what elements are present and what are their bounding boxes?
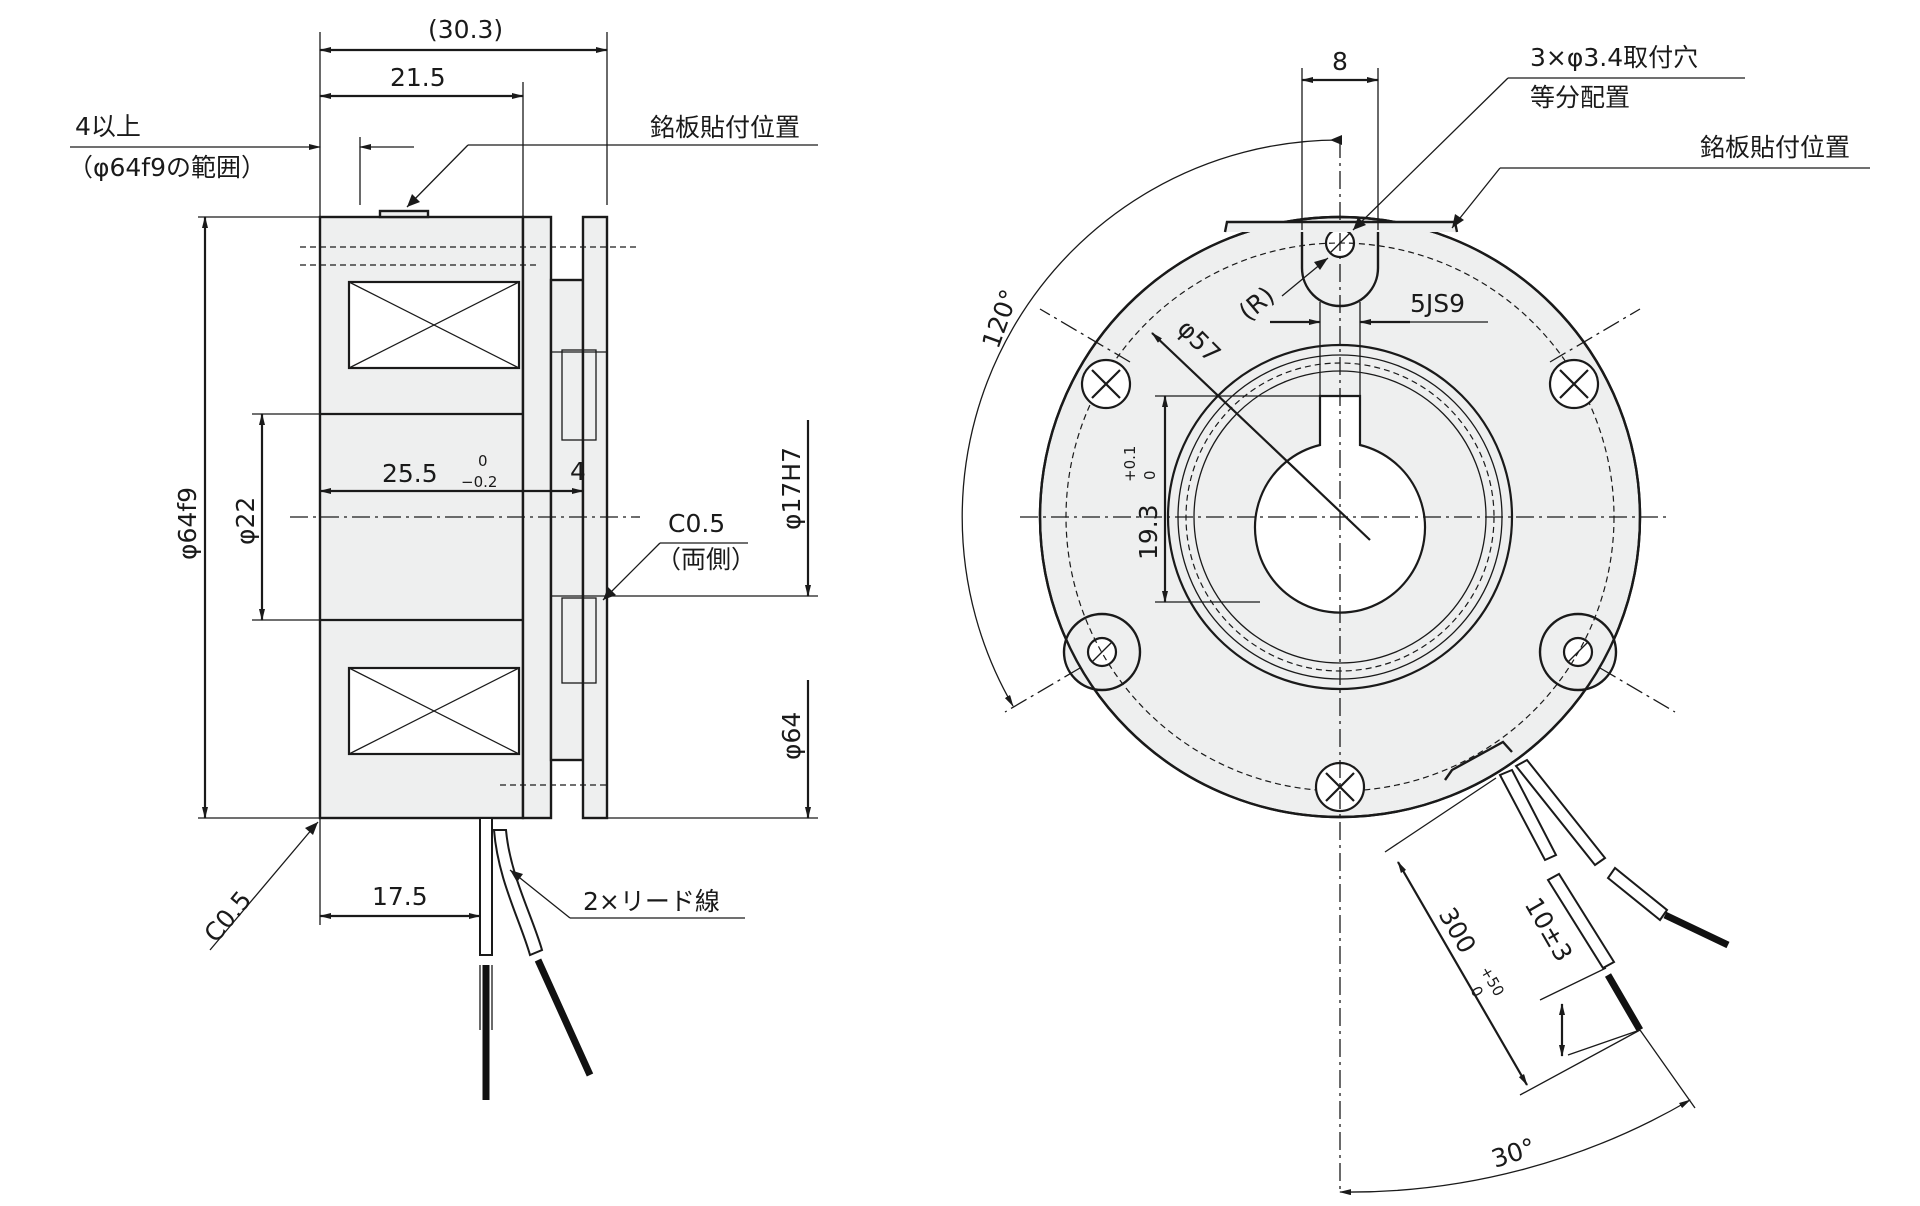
screw-upper-left: [1080, 358, 1132, 410]
note-min-range: （φ64f9の範囲）: [68, 153, 266, 182]
side-view: (30.3) 21.5 4以上 （φ64f9の範囲） 銘板貼付位置 φ64f9 …: [68, 15, 818, 1100]
side-lead-wires: [479, 817, 594, 1100]
screw-upper-right: [1548, 358, 1600, 410]
tol-key-upper: +0.1: [1121, 446, 1139, 482]
tol-stack-upper: 0: [478, 452, 488, 470]
chamfer-left-label: C0.5: [198, 885, 257, 947]
front-lead-wires: [1498, 758, 1730, 1032]
dim-key-depth: 19.3: [1134, 504, 1163, 560]
angle-hole-spacing: 120°: [976, 286, 1024, 353]
dim-plate-thickness: 4: [570, 457, 586, 486]
dim-outer-diameter: φ64f9: [173, 487, 202, 560]
dim-stack-length: 25.5: [382, 459, 438, 488]
tol-key-lower: 0: [1141, 470, 1159, 480]
mount-holes-spec: 3×φ3.4取付穴: [1530, 43, 1698, 72]
dim-inner-diameter: φ22: [231, 497, 260, 545]
dim-overall-length: (30.3): [428, 15, 503, 44]
dim-bore-diameter: φ17H7: [777, 447, 806, 530]
dim-body-length: 21.5: [390, 63, 446, 92]
coil-upper: [347, 280, 521, 370]
note-min-distance: 4以上: [75, 112, 141, 141]
chamfer-right-note: （両側）: [656, 545, 756, 574]
lead-wire-label: 2×リード線: [583, 887, 720, 916]
dim-keyway-width: 5JS9: [1410, 289, 1465, 318]
dim-ear-width: 8: [1332, 47, 1348, 76]
dim-lead-position: 17.5: [372, 882, 428, 911]
coil-lower: [347, 666, 521, 756]
chamfer-right-label: C0.5: [668, 509, 725, 538]
tol-stack-lower: −0.2: [461, 473, 497, 491]
mount-holes-note: 等分配置: [1530, 83, 1630, 112]
front-nameplate-label: 銘板貼付位置: [1700, 133, 1850, 162]
dim-lead-length: 300: [1433, 903, 1482, 959]
friction-disc: [549, 278, 585, 762]
front-view: 8 3×φ3.4取付穴 等分配置 銘板貼付位置 (R) 5JS9 φ57 120…: [961, 43, 1870, 1196]
side-nameplate-label: 銘板貼付位置: [650, 113, 800, 142]
dim-hub-diameter: φ64: [777, 712, 806, 760]
